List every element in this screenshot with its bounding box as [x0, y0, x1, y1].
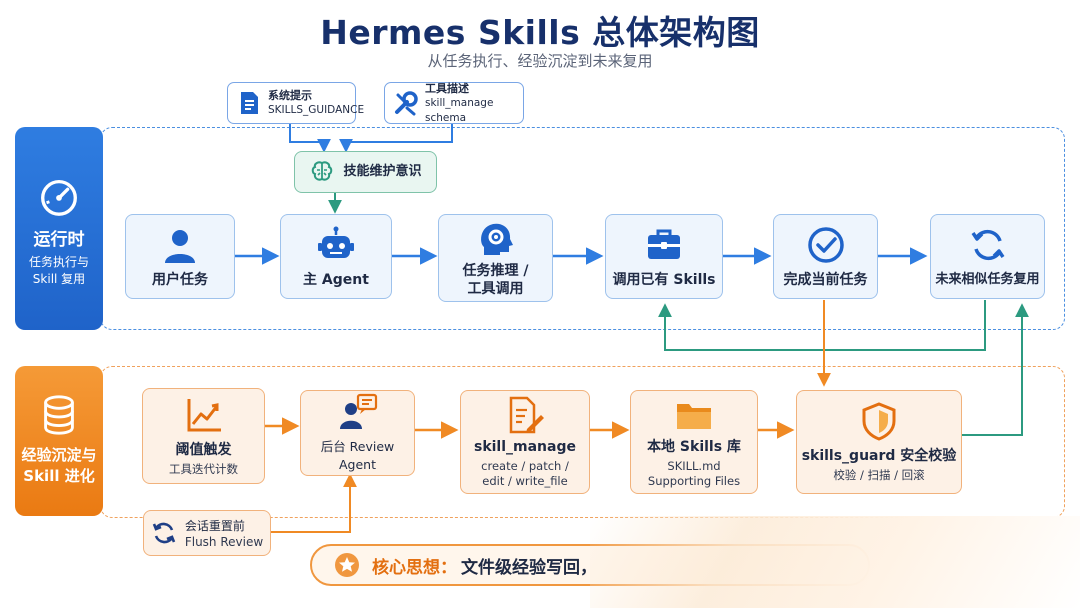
arrow-prompt-to-awareness [289, 124, 331, 153]
flush-sub: Flush Review [184, 534, 264, 549]
threshold-label: 阈值触发 [175, 442, 232, 458]
corner-fade [590, 516, 1080, 608]
chart-icon [187, 399, 221, 432]
runtime-sub-1: 任务执行与 [28, 255, 89, 269]
tool-desc-title: 工具描述 [425, 81, 469, 95]
gauge-icon [41, 179, 77, 216]
awareness-node: 技能维护意识 [294, 151, 437, 193]
robot-icon [318, 226, 354, 258]
skill-manage-sub-2: edit / write_file [482, 474, 568, 488]
skill-manage-label: skill_manage [473, 439, 576, 455]
wrench-icon [395, 91, 418, 116]
reasoning-line-1: 任务推理 / [462, 262, 529, 279]
system-prompt-tag: 系统提示 SKILLS_GUIDANCE [227, 82, 364, 124]
system-prompt-title: 系统提示 [268, 89, 312, 102]
page-title: Hermes Skills 总体架构图 [320, 13, 760, 52]
threshold-sub: 工具迭代计数 [169, 462, 238, 476]
skill-lib-sub-2: Supporting Files [647, 474, 741, 488]
cycle-icon [152, 522, 176, 544]
brain-icon [312, 161, 333, 181]
edit-doc-icon [509, 396, 544, 434]
user-icon [165, 229, 195, 263]
user-task-label: 用户任务 [152, 271, 208, 288]
refresh-icon [971, 229, 1004, 260]
check-circle-icon [807, 226, 844, 263]
flush-label: 会话重置前 [184, 518, 245, 533]
guard-sub: 校验 / 扫描 / 回滚 [833, 468, 925, 482]
tool-desc-sub: skill_manage schema [425, 96, 494, 124]
skill-manage-node: skill_manage create / patch / edit / wri… [460, 390, 590, 494]
skill-lib-sub-1: SKILL.md [667, 459, 721, 473]
head-gear-icon [480, 223, 513, 255]
use-skills-node: 调用已有 Skills [605, 214, 723, 299]
awareness-label: 技能维护意识 [343, 164, 422, 179]
flush-node: 会话重置前 Flush Review [143, 510, 271, 556]
skill-lib-node: 本地 Skills 库 SKILL.md Supporting Files [630, 390, 758, 494]
main-agent-node: 主 Agent [280, 214, 392, 299]
guard-node: skills_guard 安全校验 校验 / 扫描 / 回滚 [796, 390, 962, 494]
shield-icon [862, 402, 896, 441]
database-icon [44, 395, 74, 435]
reasoning-line-2: 工具调用 [467, 280, 524, 297]
folder-icon [677, 404, 711, 429]
core-label: 核心思想： [372, 557, 457, 578]
reuse-label: 未来相似任务复用 [935, 271, 1040, 287]
page-subtitle: 从任务执行、经验沉淀到未来复用 [427, 52, 653, 70]
skill-manage-sub-1: create / patch / [481, 459, 569, 473]
tool-desc-tag: 工具描述 skill_manage schema [384, 82, 524, 124]
experience-title-2: Skill 进化 [23, 467, 95, 485]
arrow-flush-to-review [271, 473, 357, 533]
arrow-tool-to-awareness [339, 124, 453, 153]
review-agent-node: 后台 Review Agent [300, 390, 415, 476]
toolbox-icon [648, 229, 680, 259]
system-prompt-sub: SKILLS_GUIDANCE [268, 104, 365, 116]
arrow-guard-to-reuse [962, 303, 1029, 436]
star-icon [335, 553, 359, 577]
reuse-node: 未来相似任务复用 [930, 214, 1045, 299]
runtime-sidebar: 运行时 任务执行与 Skill 复用 [15, 127, 103, 330]
complete-node: 完成当前任务 [773, 214, 878, 299]
runtime-sub-2: Skill 复用 [32, 272, 86, 286]
experience-sidebar: 经验沉淀与 Skill 进化 [15, 366, 103, 516]
guard-label: skills_guard 安全校验 [801, 448, 957, 464]
complete-label: 完成当前任务 [783, 271, 868, 288]
document-icon [241, 92, 258, 114]
reviewer-icon [339, 393, 377, 429]
threshold-node: 阈值触发 工具迭代计数 [142, 388, 265, 484]
experience-title: 经验沉淀与 [21, 446, 97, 464]
runtime-title: 运行时 [33, 230, 85, 250]
user-task-node: 用户任务 [125, 214, 235, 299]
review-agent-label: 后台 Review Agent [320, 439, 395, 472]
use-skills-label: 调用已有 Skills [612, 271, 716, 288]
main-agent-label: 主 Agent [303, 271, 369, 288]
reasoning-node: 任务推理 / 工具调用 [438, 214, 553, 302]
core-text: 文件级经验写回， [461, 557, 597, 578]
skill-lib-label: 本地 Skills 库 [647, 439, 741, 455]
